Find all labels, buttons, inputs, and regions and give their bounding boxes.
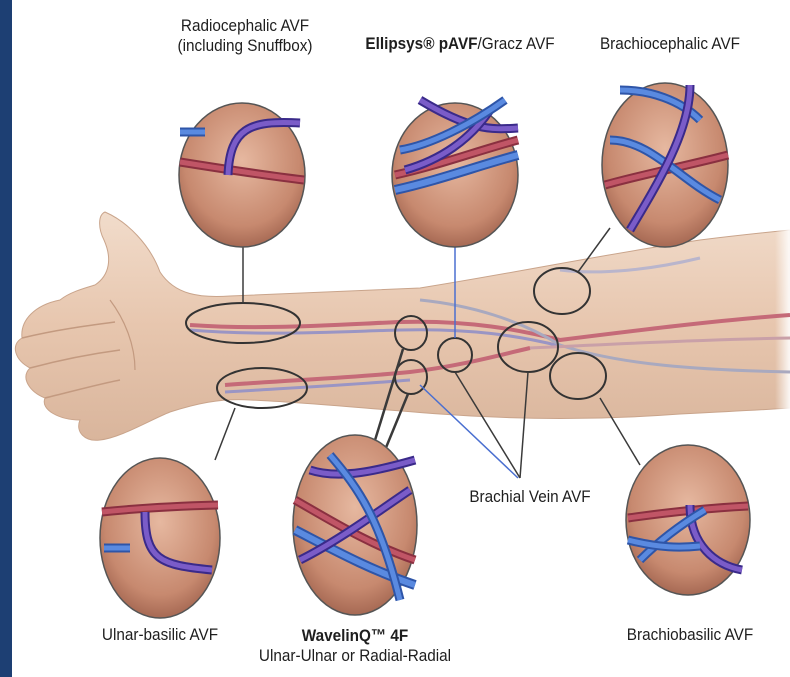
- inset-wavelinq: [293, 435, 417, 615]
- brachiobasilic-label: Brachiobasilic AVF: [614, 625, 767, 645]
- wavelinq-label-title: WavelinQ™ 4F: [252, 626, 459, 646]
- ulnar-basilic-label: Ulnar-basilic AVF: [88, 625, 232, 645]
- ellipsys-label-bold: Ellipsys® pAVF: [365, 34, 477, 53]
- ellipsys-label-rest: /Gracz AVF: [478, 34, 555, 53]
- inset-radiocephalic: [179, 103, 305, 247]
- radiocephalic-label-line2: (including Snuffbox): [160, 36, 331, 56]
- radiocephalic-label-line1: Radiocephalic AVF: [160, 16, 331, 36]
- wavelinq-label-sub: Ulnar-Ulnar or Radial-Radial: [252, 646, 459, 666]
- radiocephalic-label: Radiocephalic AVF (including Snuffbox): [160, 16, 331, 56]
- inset-brachiocephalic: [602, 83, 728, 247]
- brachial-vein-label: Brachial Vein AVF: [458, 487, 602, 507]
- inset-brachiobasilic: [626, 445, 750, 595]
- brachiocephalic-label: Brachiocephalic AVF: [589, 34, 751, 54]
- inset-ulnar-basilic: [100, 458, 220, 618]
- wavelinq-label: WavelinQ™ 4F Ulnar-Ulnar or Radial-Radia…: [252, 626, 459, 666]
- inset-ellipsys: [392, 100, 518, 247]
- ellipsys-label: Ellipsys® pAVF/Gracz AVF: [352, 34, 568, 54]
